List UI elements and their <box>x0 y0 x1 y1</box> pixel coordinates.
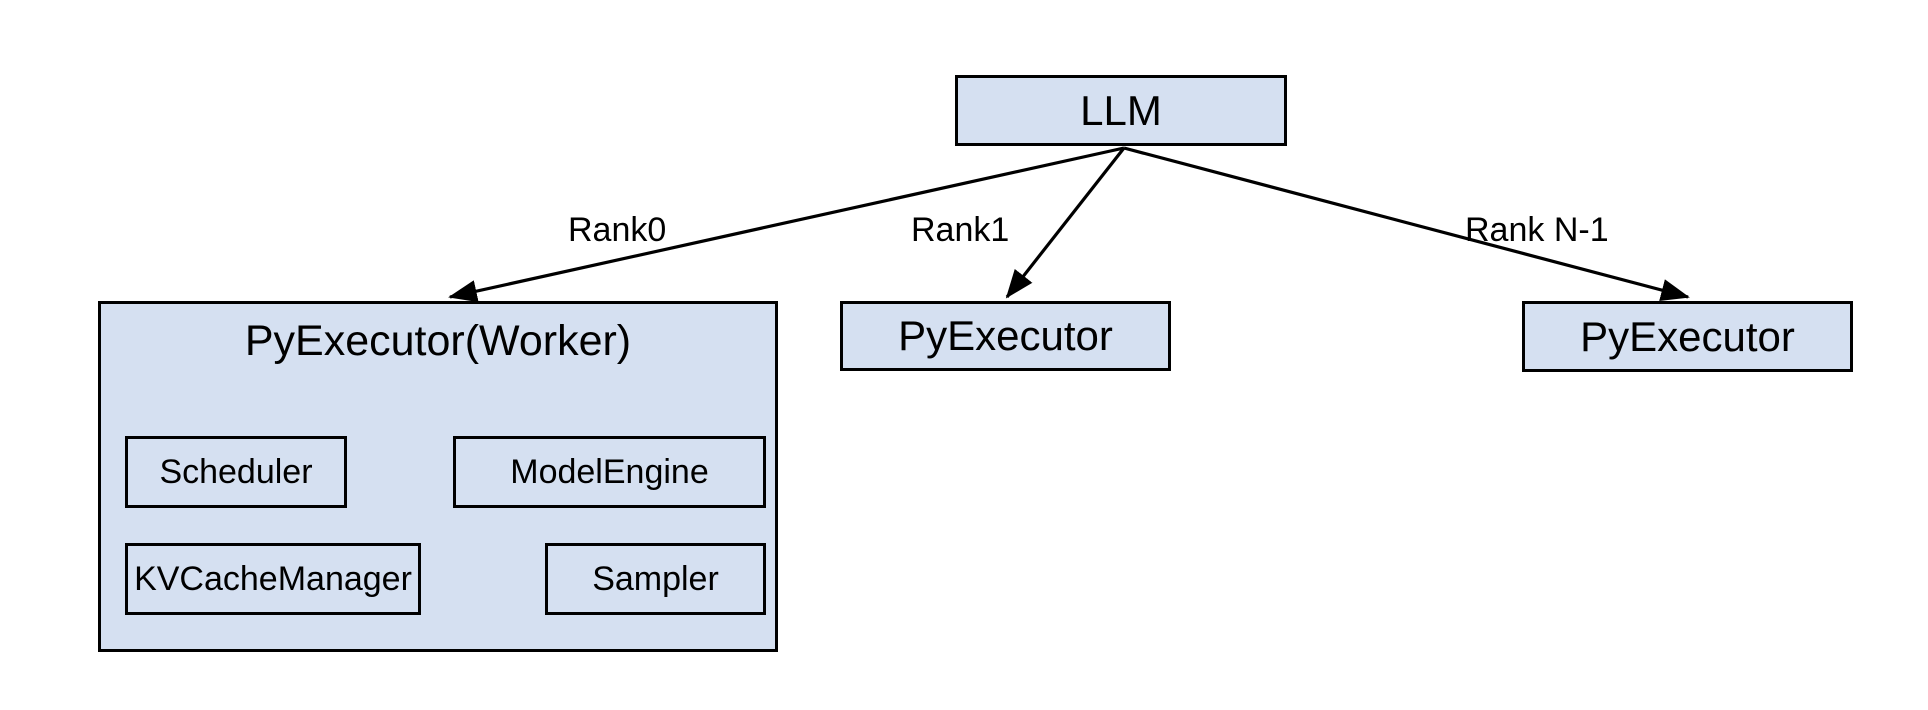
node-llm-label: LLM <box>1080 86 1162 134</box>
node-kvcachemanager[interactable]: KVCacheManager <box>125 543 421 615</box>
edge-line-rank1 <box>1005 147 1126 299</box>
edge-label-rank0: Rank0 <box>568 211 667 249</box>
node-kvcachemanager-label: KVCacheManager <box>134 560 412 598</box>
node-scheduler[interactable]: Scheduler <box>125 436 347 508</box>
node-pyexecutor-rank1-label: PyExecutor <box>898 312 1113 359</box>
node-pyexecutor-rank-n-1-label: PyExecutor <box>1580 312 1795 360</box>
node-modelengine[interactable]: ModelEngine <box>453 436 766 508</box>
node-llm[interactable]: LLM <box>955 75 1287 146</box>
edge-label-rank-n-1: Rank N-1 <box>1465 211 1609 249</box>
node-pyexecutor-worker[interactable]: PyExecutor(Worker) Scheduler ModelEngine… <box>98 301 778 652</box>
node-modelengine-label: ModelEngine <box>510 453 709 491</box>
edge-label-rank1: Rank1 <box>911 211 1010 249</box>
node-scheduler-label: Scheduler <box>159 453 313 491</box>
node-pyexecutor-rank-n-1[interactable]: PyExecutor <box>1522 301 1853 372</box>
node-pyexecutor-rank1[interactable]: PyExecutor <box>840 301 1171 371</box>
node-pyexecutor-worker-label: PyExecutor(Worker) <box>244 317 632 365</box>
node-sampler-label: Sampler <box>592 560 719 598</box>
node-sampler[interactable]: Sampler <box>545 543 766 615</box>
edge-line-rank0 <box>448 146 1125 303</box>
